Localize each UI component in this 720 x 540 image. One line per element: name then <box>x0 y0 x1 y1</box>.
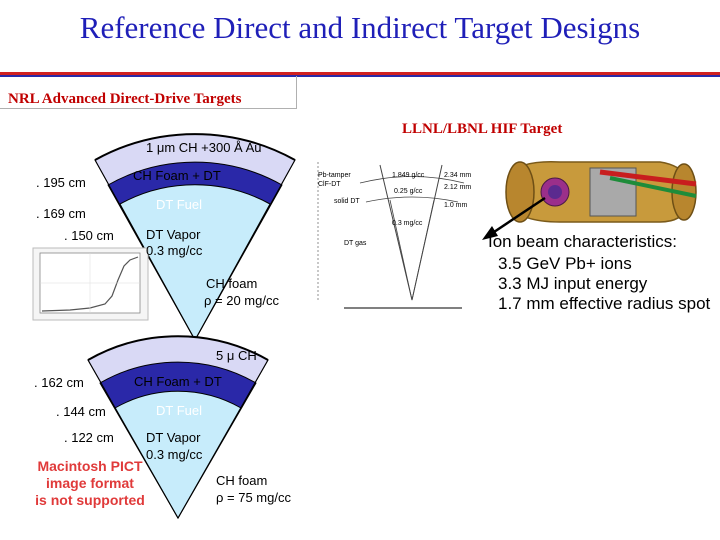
title-divider-red <box>0 72 720 75</box>
ion-beam-item-3: 1.7 mm effective radius spot <box>498 294 711 313</box>
hif-label-radius-3: 1.0 mm <box>444 202 468 209</box>
hif-label-density-1: 1.849 g/cc <box>392 172 425 179</box>
target2-foam-outside: CH foam <box>216 473 268 488</box>
pict-message-line-1: Macintosh PICT <box>37 458 143 474</box>
ion-beam-heading: Ion beam characteristics: <box>488 232 677 251</box>
target2-fuel-label: DT Fuel <box>156 403 202 418</box>
gain-plot-inset <box>32 247 149 321</box>
title-divider-blue <box>0 75 720 77</box>
target1-radius-mid: . 169 cm <box>36 206 86 221</box>
target2-vapor-core <box>114 390 242 520</box>
target1-radius-outer: . 195 cm <box>36 175 86 190</box>
hif-label-gas-density: 0.3 mg/cc <box>392 220 423 227</box>
target1-vapor-core <box>119 184 271 342</box>
nrl-label: NRL Advanced Direct-Drive Targets <box>8 91 242 107</box>
ion-beam-item-2: 3.3 MJ input energy <box>498 274 648 293</box>
pict-unsupported-message: Macintosh PICT image format is not suppo… <box>28 458 152 509</box>
hif-label-dt-gas: DT gas <box>344 240 367 247</box>
target2-radius-mid: . 144 cm <box>56 404 106 419</box>
target1-vapor-label: DT Vapor <box>146 227 201 242</box>
hif-schematic <box>312 160 498 309</box>
target1-foam-density: ρ = 20 mg/cc <box>204 293 279 308</box>
target2-vapor-label: DT Vapor <box>146 430 201 445</box>
target2-foam-label: CH Foam + DT <box>134 374 222 389</box>
hif-label-solid-dt: solid DT <box>334 198 360 205</box>
target1-vapor-density: 0.3 mg/cc <box>146 243 203 258</box>
hif-label-tamper: Pb-tamper <box>318 172 351 179</box>
pict-message-line-3: is not supported <box>35 492 145 508</box>
hohlraum-image <box>482 148 720 240</box>
target2-foam-density: ρ = 75 mg/cc <box>216 490 291 505</box>
ion-beam-item-1: 3.5 GeV Pb+ ions <box>498 254 632 273</box>
target1-fuel-label: DT Fuel <box>156 197 202 212</box>
target2-wedge <box>87 335 269 520</box>
hif-label-clf: ClF-DT <box>318 181 341 188</box>
hif-label-radius-1: 2.34 mm <box>444 172 472 179</box>
llnl-label: LLNL/LBNL HIF Target <box>402 121 563 137</box>
target1-foam-label: CH Foam + DT <box>133 168 221 183</box>
pict-message-line-2: image format <box>46 475 134 491</box>
target2-radius-outer: . 162 cm <box>34 375 84 390</box>
target2-radius-inner: . 122 cm <box>64 430 114 445</box>
target2-vapor-density: 0.3 mg/cc <box>146 447 203 462</box>
target1-foam-outside: CH foam <box>206 276 258 291</box>
nrl-label-box <box>0 76 297 109</box>
target1-radius-inner: . 150 cm <box>64 228 114 243</box>
hif-label-radius-2: 2.12 mm <box>444 184 472 191</box>
target1-wedge <box>94 133 296 342</box>
target1-shell-label: 1 μm CH +300 Å Au <box>146 140 262 155</box>
hif-label-density-2: 0.25 g/cc <box>394 188 423 195</box>
slide-title: Reference Direct and Indirect Target Des… <box>79 10 641 45</box>
target2-shell-label: 5 μ CH <box>216 348 257 363</box>
